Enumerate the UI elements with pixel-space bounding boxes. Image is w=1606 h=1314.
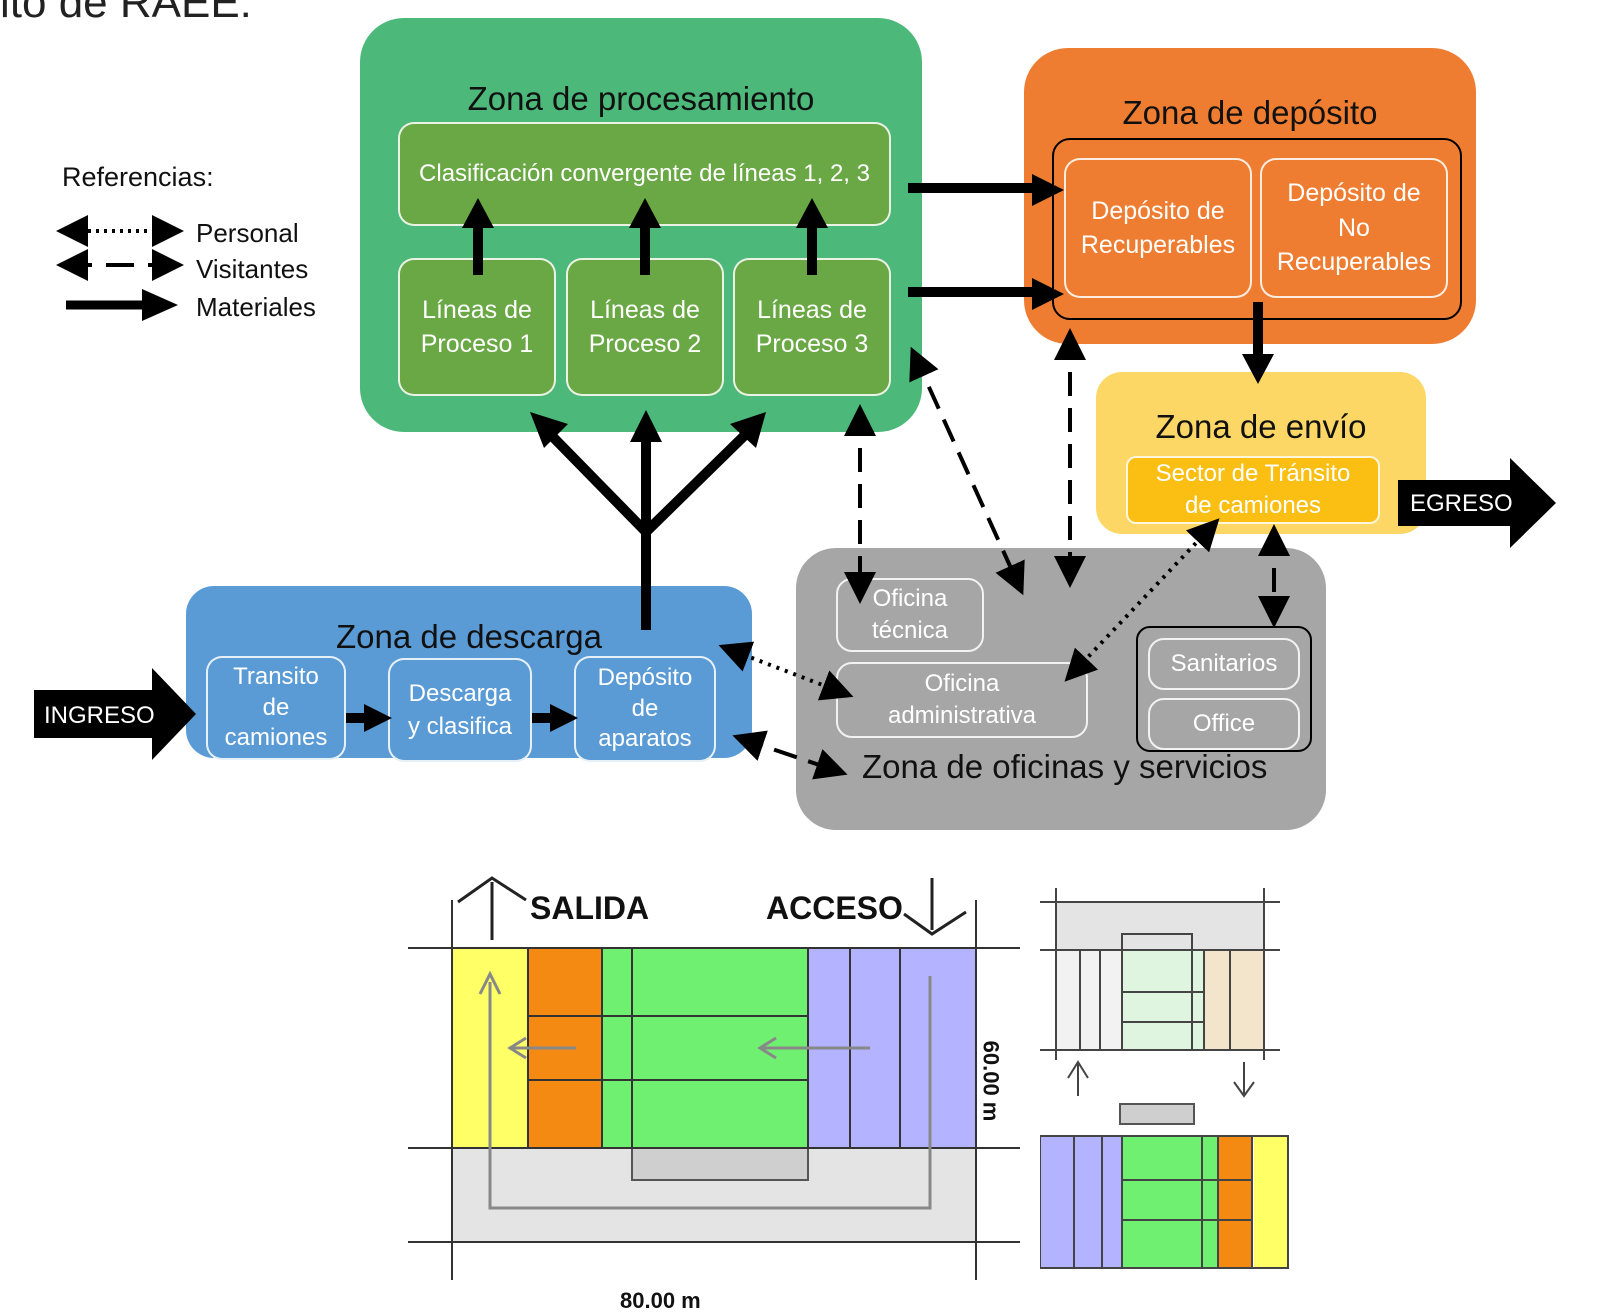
deposit-zone-title: Zona de depósito: [1122, 94, 1378, 131]
ingreso-label: INGRESO: [44, 702, 155, 729]
legend-materiales-label: Materiales: [196, 292, 316, 322]
office-box: Office: [1148, 698, 1300, 750]
legend-personal-label: Personal: [196, 218, 299, 248]
plan-salida-label: SALIDA: [530, 890, 650, 926]
plan-width-dimension: 80.00 m: [620, 1288, 701, 1313]
personal-arrows: [718, 518, 1220, 701]
unloading-device-deposit: Depósito de aparatos: [574, 656, 716, 762]
legend-title: Referencias:: [62, 162, 214, 192]
deposit-no-recuperables: Depósito de No Recuperables: [1260, 158, 1448, 298]
unloading-classify: Descarga y clasifica: [388, 658, 532, 762]
flow-arrows: [346, 174, 1290, 780]
unloading-truck-transit: Transito de camiones: [206, 656, 346, 760]
page-title-fragment: ito de RAEE:: [0, 0, 252, 27]
process-line-1: Líneas de Proceso 1: [398, 258, 556, 396]
egreso-label: EGRESO: [1410, 490, 1513, 517]
deposit-recuperables: Depósito de Recuperables: [1064, 158, 1252, 298]
plan-height-dimension: 60.00 m: [978, 1040, 1004, 1122]
site-plan-alt-top: [1040, 888, 1280, 1098]
administrative-office: Oficina administrativa: [836, 662, 1088, 738]
material-arrows: [346, 174, 1274, 732]
legend-arrows: [56, 215, 184, 321]
services-frame: [1136, 626, 1312, 752]
egreso-arrow: [1398, 458, 1556, 548]
truck-transit-sector: Sector de Tránsito de camiones: [1126, 456, 1380, 524]
offices-zone-title: Zona de oficinas y servicios: [862, 748, 1268, 785]
shipping-zone-title: Zona de envío: [1155, 408, 1367, 445]
plan-acceso-label: ACCESO: [766, 890, 903, 926]
visitor-arrows: [732, 328, 1290, 780]
plan-gray-block: [631, 1147, 809, 1181]
processing-zone-title: Zona de procesamiento: [467, 80, 815, 117]
legend-visitantes-label: Visitantes: [196, 254, 309, 284]
unloading-zone-title: Zona de descarga: [335, 618, 602, 655]
ingreso-arrow: [34, 668, 196, 760]
site-plan-alt-bottom: [1040, 1103, 1289, 1269]
process-line-3: Líneas de Proceso 3: [733, 258, 891, 396]
site-plan-main: [408, 876, 1020, 1280]
